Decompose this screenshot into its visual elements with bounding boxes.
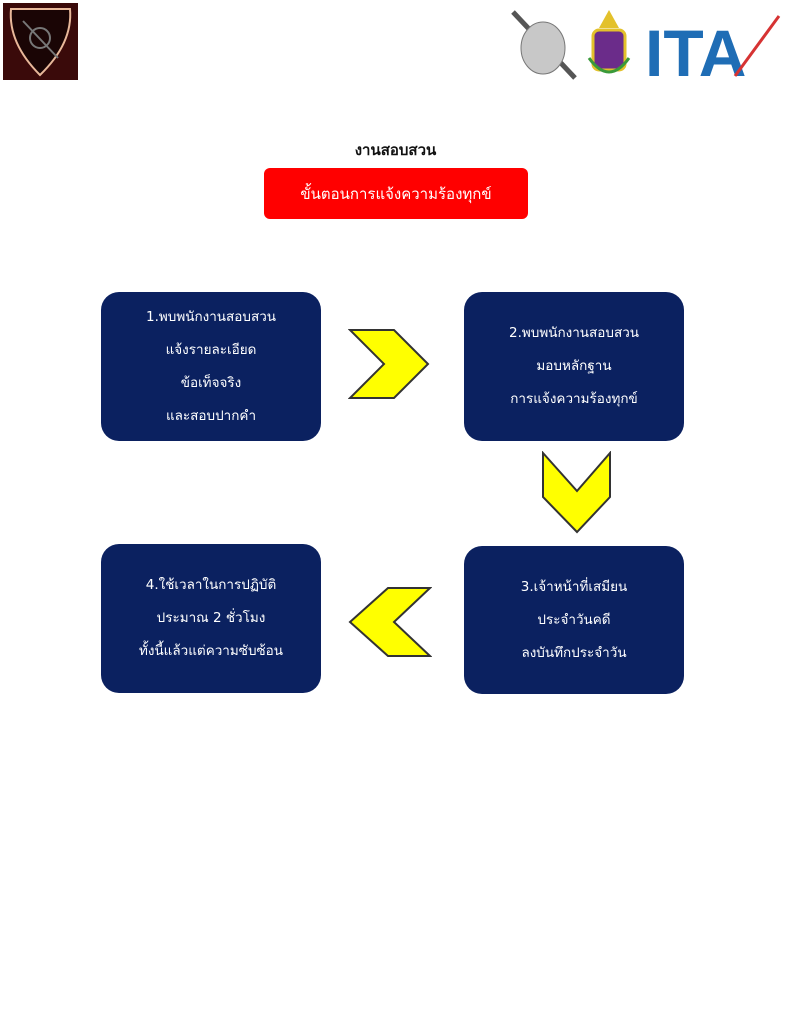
step-text: มอบหลักฐาน: [536, 358, 612, 374]
step-text: ประมาณ 2 ชั่วโมง: [156, 610, 266, 626]
page-title: งานสอบสวน: [354, 141, 437, 159]
step-text: 1.พบพนักงานสอบสวน: [145, 308, 277, 325]
ita-logo: ITA: [645, 14, 781, 90]
step-1-box: 1.พบพนักงานสอบสวน แจ้งรายละเอียด ข้อเท็จ…: [101, 292, 321, 441]
step-text: การแจ้งความร้องทุกข์: [510, 391, 638, 407]
step-text: ประจำวันคดี: [537, 611, 611, 628]
step-text: 3.เจ้าหน้าที่เสมียน: [520, 578, 628, 595]
step-text: ข้อเท็จจริง: [180, 374, 242, 391]
step-2-box: 2.พบพนักงานสอบสวน มอบหลักฐาน การแจ้งความ…: [464, 292, 684, 441]
arrow-right-icon: [348, 329, 430, 399]
police-badge-logo: [3, 3, 78, 80]
step-text: 2.พบพนักงานสอบสวน: [508, 325, 640, 341]
step-3-box: 3.เจ้าหน้าที่เสมียน ประจำวันคดี ลงบันทึก…: [464, 546, 684, 694]
step-text: 4.ใช้เวลาในการปฏิบัติ: [145, 577, 277, 593]
step-text: แจ้งรายละเอียด: [165, 341, 257, 358]
arrow-left-icon: [348, 587, 432, 657]
shield-emblem-logo: [505, 8, 583, 82]
royal-emblem-logo: [585, 8, 633, 80]
svg-text:ITA: ITA: [645, 16, 746, 78]
step-text: และสอบปากคำ: [165, 407, 257, 424]
process-banner: ขั้นตอนการแจ้งความร้องทุกข์: [264, 168, 528, 219]
step-text: ลงบันทึกประจำวัน: [521, 644, 627, 661]
step-text: ทั้งนี้แล้วแต่ความซับซ้อน: [138, 643, 284, 659]
arrow-down-icon: [542, 451, 611, 534]
step-4-box: 4.ใช้เวลาในการปฏิบัติ ประมาณ 2 ชั่วโมง ท…: [101, 544, 321, 693]
